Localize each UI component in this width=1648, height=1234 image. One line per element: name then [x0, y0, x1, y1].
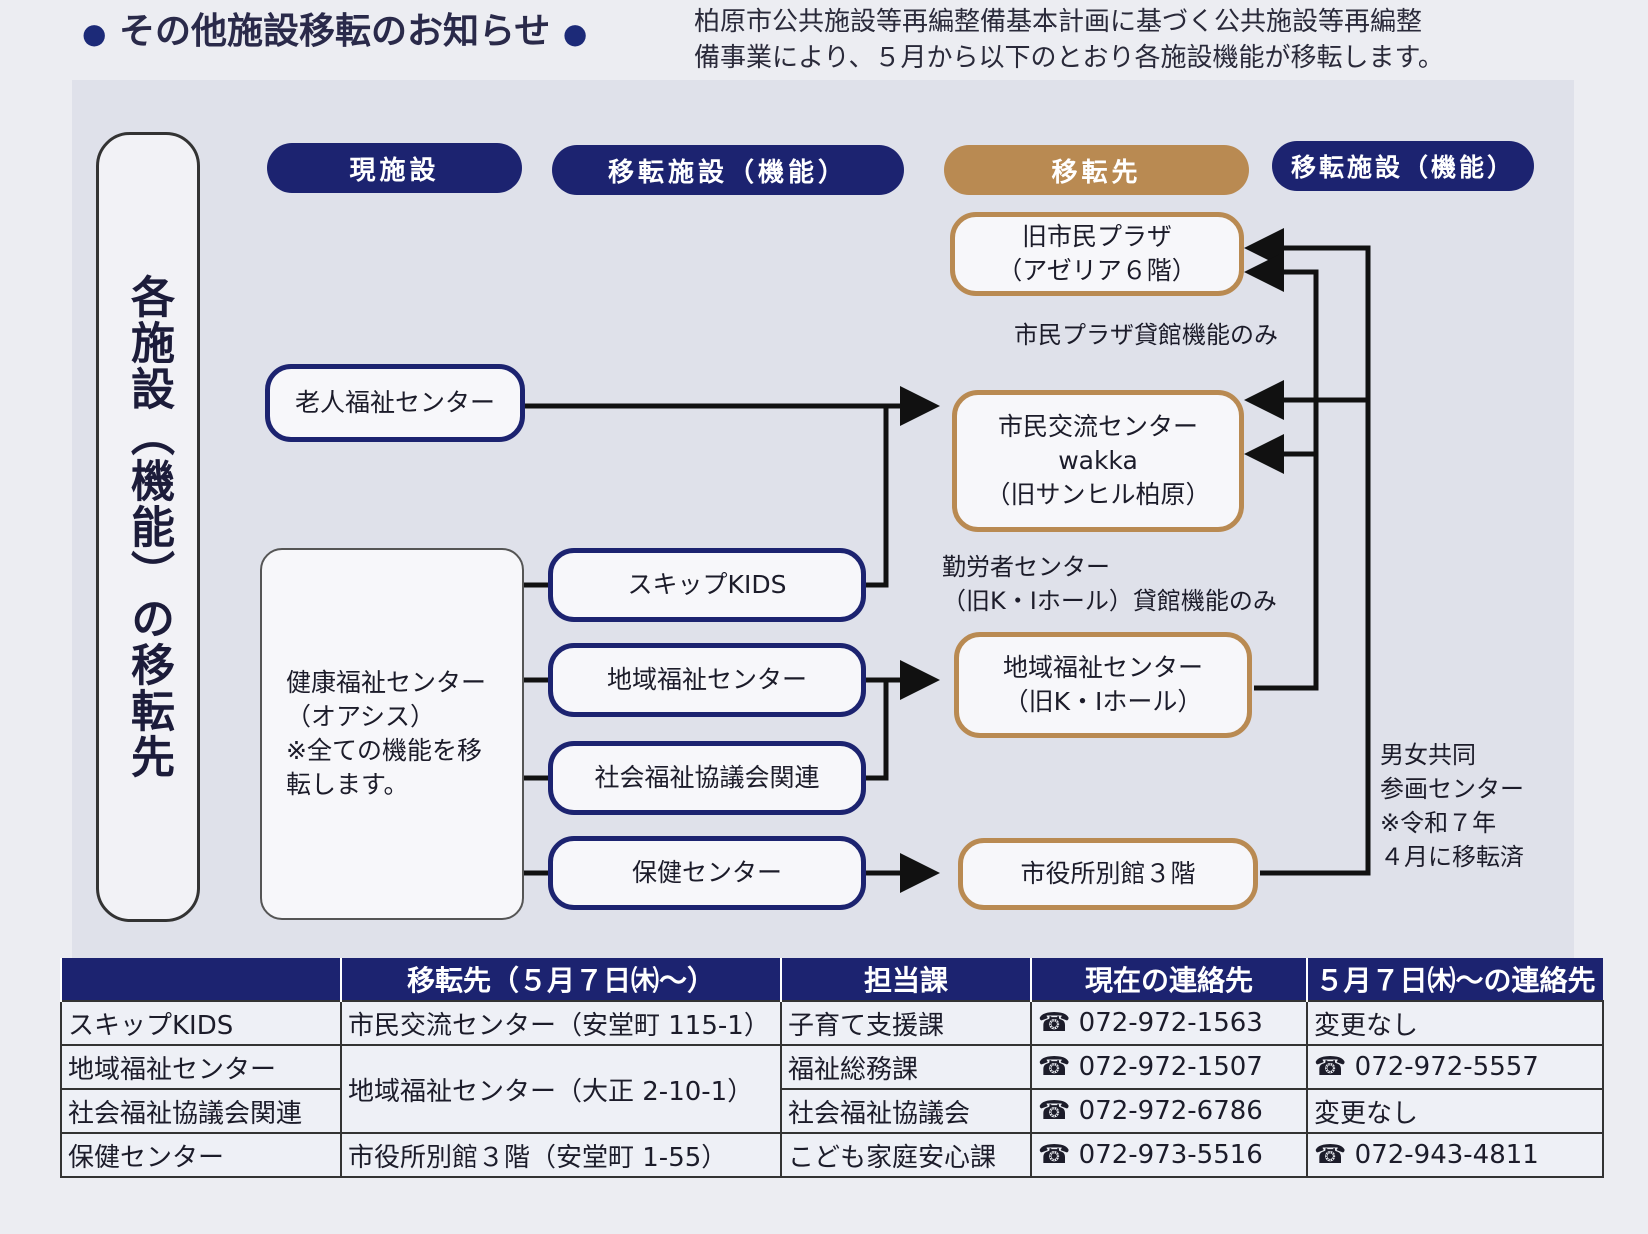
- table-cell: 地域福祉センター: [60, 1044, 342, 1090]
- dest-regional-welfare: 地域福祉センター （旧K・Iホール）: [954, 632, 1252, 738]
- dest-exchange-center: 市民交流センター wakka （旧サンヒル柏原）: [952, 390, 1244, 532]
- dest-label: 市民交流センター: [997, 412, 1198, 441]
- table-row: スキップKIDS 市民交流センター（安堂町 115-1） 子育て支援課 072-…: [60, 1000, 1604, 1046]
- table-cell: スキップKIDS: [60, 1000, 342, 1046]
- moving-skip-kids: スキップKIDS: [548, 548, 866, 622]
- header-moving: 移転施設（機能）: [552, 145, 904, 195]
- table-header: 移転先（５月７日㈭〜）: [340, 958, 781, 1001]
- dest-label: （アゼリア６階）: [997, 256, 1197, 285]
- note-gender-center: 男女共同 参画センター ※令和７年 ４月に移転済: [1380, 738, 1524, 874]
- note-line: ４月に移転済: [1380, 843, 1524, 871]
- phone-cell: 072-972-1563: [1030, 1000, 1308, 1046]
- table-cell: 保健センター: [60, 1132, 342, 1178]
- side-label: 各施設（機能）の移転先: [96, 132, 200, 922]
- dest-label: （旧サンヒル柏原）: [985, 480, 1211, 509]
- intro-line: 備事業により、５月から以下のとおり各施設機能が移転します。: [694, 43, 1444, 73]
- moving-regional-welfare: 地域福祉センター: [548, 643, 866, 717]
- intro-line: 柏原市公共施設等再編整備基本計画に基づく公共施設等再編整: [694, 7, 1423, 37]
- facility-label: 老人福祉センター: [294, 388, 495, 417]
- note-line: 参画センター: [1380, 775, 1524, 803]
- line-health: [522, 582, 548, 876]
- moving-welfare-council: 社会福祉協議会関連: [548, 741, 866, 815]
- note-worker-center: 勤労者センター （旧K・Iホール）貸館機能のみ: [942, 550, 1277, 618]
- dest-label: 旧市民プラザ: [1021, 222, 1172, 251]
- table-header: 担当課: [780, 958, 1031, 1001]
- header-moving-right: 移転施設（機能）: [1272, 141, 1534, 191]
- facility-elderly-center: 老人福祉センター: [265, 364, 525, 442]
- facility-label: 保健センター: [631, 858, 782, 887]
- table-header-row: 移転先（５月７日㈭〜） 担当課 現在の連絡先 ５月７日㈭〜の連絡先: [60, 958, 1603, 1001]
- phone-cell: 072-972-1507: [1030, 1044, 1308, 1090]
- facility-health-center: 健康福祉センター （オアシス） ※全ての機能を移 転します。: [260, 548, 524, 920]
- facility-label: 社会福祉協議会関連: [594, 763, 820, 792]
- title-text: その他施設移転のお知らせ: [118, 11, 551, 52]
- dest-label: 地域福祉センター: [1002, 653, 1203, 682]
- phone-cell: 072-972-6786: [1030, 1088, 1308, 1134]
- contact-table: 移転先（５月７日㈭〜） 担当課 現在の連絡先 ５月７日㈭〜の連絡先 スキップKI…: [60, 958, 1604, 1178]
- table-cell: 変更なし: [1306, 1088, 1604, 1134]
- note-line: 勤労者センター: [942, 553, 1110, 581]
- facility-label: （オアシス）: [286, 702, 436, 731]
- table-cell: 市民交流センター（安堂町 115-1）: [340, 1000, 782, 1046]
- phone-cell: 072-973-5516: [1030, 1132, 1308, 1178]
- header-current: 現施設: [267, 143, 522, 193]
- note-plaza-only: 市民プラザ貸館機能のみ: [1014, 321, 1278, 349]
- table-cell: 子育て支援課: [780, 1000, 1032, 1046]
- table-cell: 社会福祉協議会関連: [60, 1088, 342, 1134]
- arrow-plaza-b: [1244, 252, 1319, 691]
- line-skipkids: [866, 406, 889, 588]
- facility-label: 健康福祉センター: [286, 668, 487, 697]
- table-cell: 社会福祉協議会: [780, 1088, 1032, 1134]
- side-label-text: 各施設（機能）の移転先: [123, 274, 174, 780]
- table-cell: 福祉総務課: [780, 1044, 1032, 1090]
- facility-note: ※全ての機能を移: [286, 736, 482, 765]
- bullet-icon: ●: [562, 17, 588, 50]
- table-header: [60, 958, 341, 1001]
- note-line: 男女共同: [1380, 741, 1476, 769]
- note-line: （旧K・Iホール）貸館機能のみ: [942, 587, 1277, 615]
- table-header: 現在の連絡先: [1030, 958, 1307, 1001]
- table-cell: こども家庭安心課: [780, 1132, 1032, 1178]
- table-row: 保健センター 市役所別館３階（安堂町 1-55） こども家庭安心課 072-97…: [60, 1132, 1604, 1178]
- facility-label: 地域福祉センター: [606, 665, 807, 694]
- facility-note: 転します。: [286, 770, 409, 799]
- dest-label: （旧K・Iホール）: [1003, 687, 1203, 716]
- dest-label: wakka: [1058, 446, 1138, 475]
- phone-cell: 072-943-4811: [1306, 1132, 1604, 1178]
- page-title: ● その他施設移転のお知らせ ●: [82, 2, 587, 52]
- intro-text: 柏原市公共施設等再編整備基本計画に基づく公共施設等再編整 備事業により、５月から…: [694, 4, 1594, 76]
- dest-label: 市役所別館３階: [1020, 859, 1196, 888]
- phone-cell: 072-972-5557: [1306, 1044, 1604, 1090]
- table-cell: 地域福祉センター（大正 2-10-1）: [340, 1044, 782, 1134]
- moving-health-center: 保健センター: [548, 836, 866, 910]
- dest-citizen-plaza: 旧市民プラザ （アゼリア６階）: [950, 212, 1244, 296]
- table-cell: 変更なし: [1306, 1000, 1604, 1046]
- line-council: [866, 680, 889, 781]
- table-header: ５月７日㈭〜の連絡先: [1306, 958, 1603, 1001]
- table-cell: 市役所別館３階（安堂町 1-55）: [340, 1132, 782, 1178]
- arrow-plaza: [1244, 228, 1371, 876]
- note-line: ※令和７年: [1380, 809, 1497, 837]
- bullet-icon: ●: [82, 17, 107, 50]
- table-row: 社会福祉協議会関連 社会福祉協議会 072-972-6786 変更なし: [60, 1088, 1604, 1134]
- table-row: 地域福祉センター 地域福祉センター（大正 2-10-1） 福祉総務課 072-9…: [60, 1044, 1604, 1134]
- facility-label: スキップKIDS: [627, 570, 787, 599]
- dest-city-annex: 市役所別館３階: [958, 838, 1258, 910]
- header-destination: 移転先: [944, 145, 1249, 195]
